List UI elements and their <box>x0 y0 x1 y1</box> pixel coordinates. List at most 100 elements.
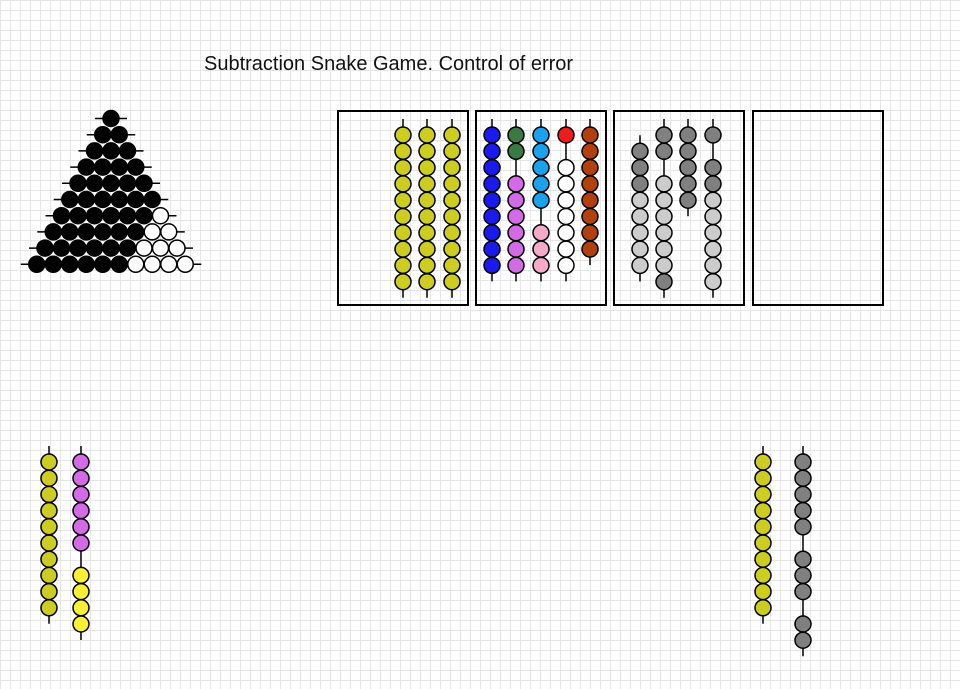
bead-bar[interactable] <box>557 119 575 282</box>
triangle-row <box>53 190 169 209</box>
box-frame <box>752 110 884 306</box>
bead <box>118 206 137 225</box>
bead <box>394 191 412 209</box>
bead-triangle[interactable] <box>20 109 202 274</box>
bead-bar[interactable] <box>631 135 649 282</box>
bead-bar[interactable] <box>507 119 525 282</box>
bead <box>118 142 137 160</box>
bead <box>483 158 501 177</box>
right-snake-ten-bar[interactable] <box>754 446 772 624</box>
bead <box>418 158 436 177</box>
bead <box>72 453 90 471</box>
bead <box>704 256 722 275</box>
bead <box>483 256 501 275</box>
bead <box>581 224 599 242</box>
bead <box>754 518 772 536</box>
bead <box>61 223 79 241</box>
bead <box>532 158 550 177</box>
bead <box>557 240 575 258</box>
bead <box>394 158 412 177</box>
bead <box>507 207 525 226</box>
bead <box>655 207 673 226</box>
bead <box>85 206 104 225</box>
box-4 <box>752 110 884 306</box>
left-snake-violet-yellow[interactable] <box>72 446 90 640</box>
bead <box>40 485 58 504</box>
bead-bar[interactable] <box>704 119 722 298</box>
bead <box>655 175 673 193</box>
bead <box>631 142 649 161</box>
bead <box>94 190 112 209</box>
bead <box>143 190 161 209</box>
bead <box>110 158 128 176</box>
bead <box>72 599 90 617</box>
bead <box>135 174 153 193</box>
triangle-row <box>29 239 193 257</box>
bead <box>532 224 550 242</box>
bead <box>77 223 95 241</box>
bead <box>754 485 772 504</box>
bead <box>483 142 501 161</box>
bead <box>631 256 649 275</box>
bead-bar[interactable] <box>532 119 550 282</box>
bead-bar[interactable] <box>394 119 412 298</box>
bead <box>704 224 722 242</box>
bead <box>631 175 649 193</box>
bead <box>507 126 525 144</box>
bead-bar[interactable] <box>679 119 697 217</box>
triangle-row <box>37 223 185 241</box>
bead-bar[interactable] <box>443 119 461 298</box>
bead <box>631 224 649 242</box>
triangle-row <box>78 142 144 160</box>
bead <box>160 223 178 241</box>
bead <box>754 566 772 585</box>
bead <box>532 240 550 258</box>
bead <box>443 126 461 144</box>
bead <box>557 207 575 226</box>
bead <box>72 485 90 504</box>
bead <box>110 255 128 274</box>
bead <box>443 207 461 226</box>
bead <box>507 142 525 161</box>
bead <box>754 501 772 520</box>
bead <box>794 501 812 520</box>
bead <box>69 174 87 193</box>
bead <box>443 224 461 242</box>
bead <box>44 223 62 241</box>
bead <box>418 256 436 275</box>
bead <box>557 175 575 193</box>
bead <box>127 190 145 209</box>
bead <box>679 175 697 193</box>
bead <box>581 142 599 161</box>
bead <box>443 175 461 193</box>
bead <box>631 240 649 258</box>
bead <box>61 190 79 209</box>
bead <box>418 126 436 144</box>
bead-bar[interactable] <box>418 119 436 298</box>
bead-bar[interactable] <box>655 119 673 298</box>
bead <box>483 207 501 226</box>
bead <box>443 142 461 161</box>
bead <box>52 239 71 257</box>
bead-bar[interactable] <box>483 119 501 282</box>
bead-bar[interactable] <box>581 119 599 266</box>
bead <box>557 191 575 209</box>
bead <box>394 240 412 258</box>
bead <box>507 175 525 193</box>
bead <box>581 207 599 226</box>
bead <box>704 191 722 209</box>
bead <box>40 469 58 487</box>
bead <box>72 582 90 601</box>
right-snake-gray[interactable] <box>794 446 812 657</box>
bead <box>704 175 722 193</box>
bead <box>28 255 46 274</box>
bead <box>794 453 812 471</box>
left-snake-ten-bar[interactable] <box>40 446 58 624</box>
bead <box>754 469 772 487</box>
bead <box>483 240 501 258</box>
bead <box>102 174 120 193</box>
bead <box>631 191 649 209</box>
bead <box>85 142 104 160</box>
bead <box>40 534 58 552</box>
